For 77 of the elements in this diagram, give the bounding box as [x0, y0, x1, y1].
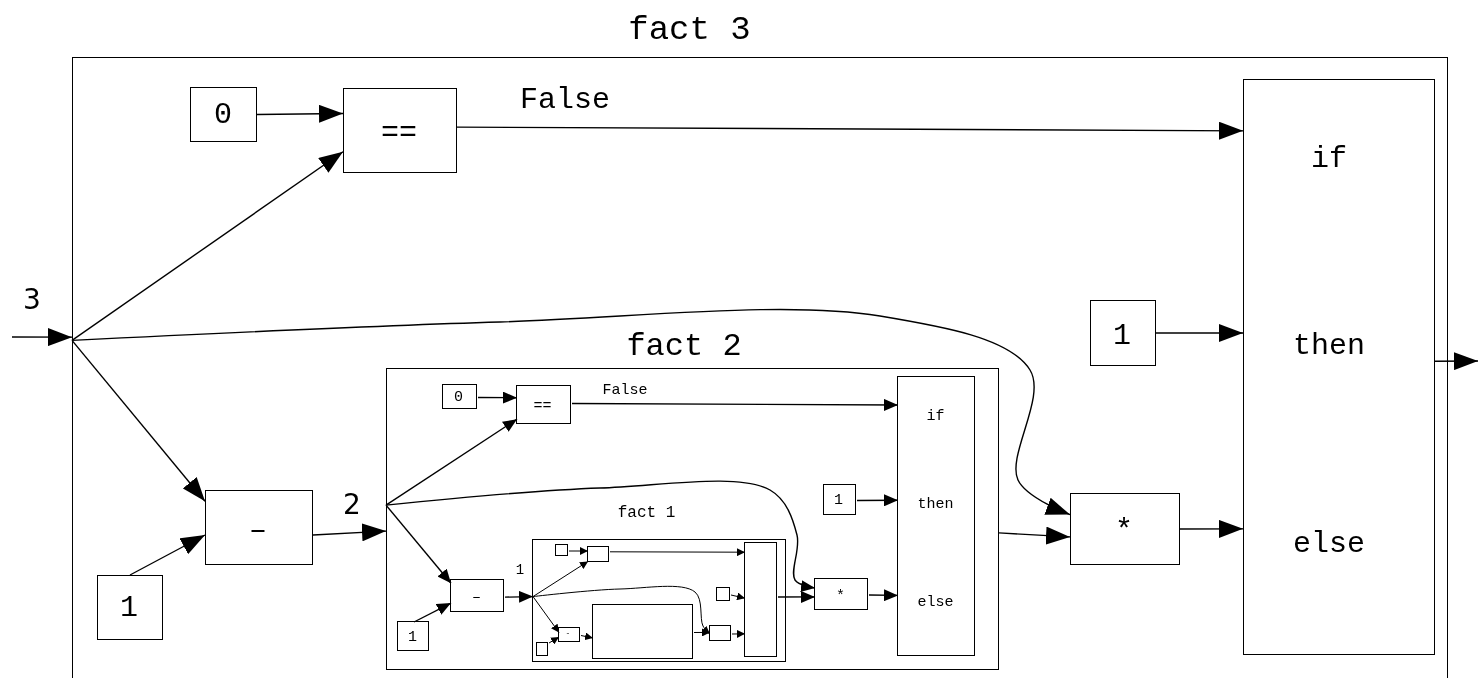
node-label: == — [533, 398, 552, 413]
node-label: 0 — [454, 389, 463, 404]
arrow — [385, 504, 452, 584]
constant-box — [189, 86, 257, 142]
arrow — [730, 592, 746, 601]
node-label: 0 — [214, 100, 232, 130]
operator-box — [342, 87, 457, 173]
node-label: * — [836, 588, 845, 603]
arrow — [571, 398, 899, 411]
arrow — [777, 590, 816, 603]
arrow — [856, 494, 899, 507]
constant-box — [1089, 299, 1156, 366]
node-label: – — [472, 589, 481, 604]
operator-box — [516, 385, 571, 424]
arrow — [504, 590, 534, 603]
node-label: if — [1311, 144, 1347, 174]
arrow — [532, 585, 711, 635]
arrow — [609, 548, 746, 557]
arrow — [548, 636, 560, 645]
node-label: then — [917, 496, 954, 511]
empty-box — [743, 541, 777, 657]
node-label: else — [917, 594, 954, 609]
empty-box — [708, 624, 731, 641]
node-label: if — [926, 408, 945, 423]
node-label: - — [565, 629, 571, 637]
empty-box — [535, 641, 548, 656]
arrow — [456, 121, 1244, 140]
arrow — [1434, 352, 1479, 371]
arrow — [568, 547, 589, 555]
node-label: == — [381, 118, 417, 148]
empty-box — [586, 545, 609, 562]
arrow — [868, 589, 899, 602]
arrow — [312, 523, 387, 542]
arrow — [71, 308, 1071, 516]
arrow — [998, 526, 1071, 545]
arrow — [129, 534, 206, 576]
constant-box — [96, 574, 163, 640]
operator-box — [814, 578, 868, 610]
function-title: fact 3 — [628, 12, 751, 47]
arrow — [1179, 519, 1244, 538]
node-label: 1 — [834, 492, 843, 507]
empty-box — [591, 603, 693, 659]
conditional-box — [897, 376, 975, 656]
constant-box — [823, 484, 856, 515]
arrow — [693, 628, 711, 637]
function-title: fact 1 — [617, 504, 676, 521]
node-label: then — [1293, 331, 1365, 361]
arrow — [1155, 324, 1244, 342]
empty-box — [715, 586, 730, 601]
operator-box — [1069, 492, 1180, 565]
constant-box — [442, 384, 477, 409]
arrow — [532, 560, 589, 598]
operator-box — [204, 489, 313, 565]
empty-box — [554, 543, 568, 556]
arrow — [580, 632, 594, 641]
conditional-box — [1242, 78, 1435, 655]
node-label: else — [1293, 529, 1365, 559]
constant-box — [397, 621, 429, 651]
function-title: fact 2 — [626, 331, 742, 363]
node-label: – — [249, 516, 267, 546]
arrow — [11, 328, 73, 347]
arrow — [413, 602, 452, 623]
node-label: 1 — [408, 629, 417, 644]
arrow — [71, 151, 344, 342]
edge-label: 1 — [514, 563, 526, 577]
operator-box — [557, 626, 580, 642]
node-label: * — [1115, 516, 1133, 546]
node-label: 1 — [120, 593, 138, 623]
arrow — [477, 391, 518, 404]
arrow — [532, 596, 560, 633]
arrow — [256, 104, 344, 123]
operator-box — [450, 579, 504, 612]
arrow — [385, 418, 518, 506]
arrow — [71, 339, 206, 502]
node-label: 1 — [1113, 321, 1131, 351]
arrow — [731, 629, 746, 638]
arrow — [385, 480, 816, 592]
